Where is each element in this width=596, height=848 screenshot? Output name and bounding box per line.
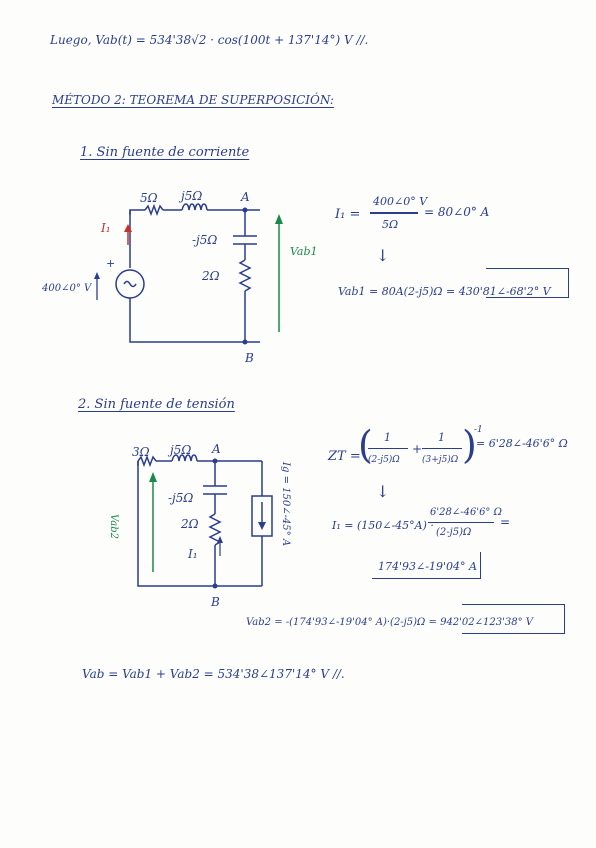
- p2-i1-result: 174'93∠-19'04° A: [378, 560, 477, 573]
- c1-node-a: A: [241, 190, 250, 204]
- c1-node-b: B: [245, 351, 254, 365]
- p2-zt-open-paren: (: [358, 423, 373, 467]
- c2-vab2-label: Vab2: [108, 514, 119, 540]
- p1-i1-lhs: I₁ =: [335, 207, 361, 222]
- c2-l-series: j5Ω: [170, 443, 192, 457]
- p1-result-box: [486, 268, 569, 298]
- c2-r-branch: 2Ω: [181, 517, 199, 531]
- final-equation: Vab = Vab1 + Vab2 = 534'38∠137'14° V //.: [82, 667, 345, 681]
- p2-zt-frac2-den: (3+j5)Ω: [422, 455, 459, 465]
- p2-zt-lhs: ZT =: [328, 449, 361, 464]
- p1-i1-num: 400∠0° V: [373, 195, 428, 208]
- p2-i1-equals: =: [500, 515, 511, 529]
- p2-i1-fraction-bar: [428, 522, 494, 524]
- method-heading: MÉTODO 2: TEOREMA DE SUPERPOSICIÓN:: [52, 93, 334, 107]
- p2-zt-frac2-bar: [422, 448, 462, 450]
- c2-current-label: I₁: [188, 547, 198, 561]
- p1-i1-den: 5Ω: [382, 218, 399, 231]
- p2-vab2-box: [462, 604, 565, 634]
- c1-l-series: j5Ω: [181, 189, 203, 203]
- p2-i1-lhs: I₁ = (150∠-45°A) ·: [332, 519, 434, 532]
- p1-i1-fraction-bar: [370, 212, 418, 214]
- part1-title: 1. Sin fuente de corriente: [80, 145, 250, 160]
- p2-zt-result: = 6'28∠-46'6° Ω: [476, 437, 568, 450]
- c2-source-label: Ig = 150∠-45° A: [280, 462, 291, 547]
- intro-equation: Luego, Vab(t) = 534'38√2 · cos(100t + 13…: [50, 33, 369, 47]
- p2-zt-close-paren: ): [462, 423, 477, 467]
- p2-zt-frac2-num: 1: [438, 431, 445, 444]
- p1-down-arrow: ↓: [376, 246, 390, 265]
- c1-r-series: 5Ω: [140, 191, 158, 205]
- c1-plus-sign: +: [106, 257, 116, 270]
- c2-r-series: 3Ω: [132, 445, 150, 459]
- p2-zt-frac1-den: (2-j5)Ω: [368, 455, 400, 465]
- p2-i1-num: 6'28∠-46'6° Ω: [430, 507, 502, 518]
- p2-vab2-equation: Vab2 = -(174'93∠-19'04° A)·(2-j5)Ω = 942…: [246, 617, 533, 628]
- p2-i1-result-box: [372, 552, 481, 579]
- c1-vab1-label: Vab1: [290, 245, 318, 258]
- p2-zt-plus: +: [412, 442, 423, 456]
- p1-vab1-equation: Vab1 = 80A(2-j5)Ω = 430'81∠-68'2° V: [338, 285, 551, 298]
- c2-node-b: B: [211, 595, 220, 609]
- c1-source-label: 400∠0° V: [42, 283, 92, 294]
- p1-i1-result: = 80∠0° A: [424, 205, 490, 219]
- p2-zt-exponent: -1: [474, 425, 483, 435]
- c2-cap-label: -j5Ω: [168, 491, 194, 505]
- p2-down-arrow: ↓: [376, 482, 390, 501]
- c1-cap-label: -j5Ω: [192, 233, 218, 247]
- p2-zt-frac1-num: 1: [384, 431, 391, 444]
- c1-current-label: I₁: [101, 221, 111, 235]
- c1-r-branch: 2Ω: [202, 269, 220, 283]
- p2-i1-den: (2-j5)Ω: [436, 527, 472, 538]
- part2-title: 2. Sin fuente de tensión: [78, 397, 235, 412]
- p2-zt-frac1-bar: [368, 448, 408, 450]
- c2-node-a: A: [212, 442, 221, 456]
